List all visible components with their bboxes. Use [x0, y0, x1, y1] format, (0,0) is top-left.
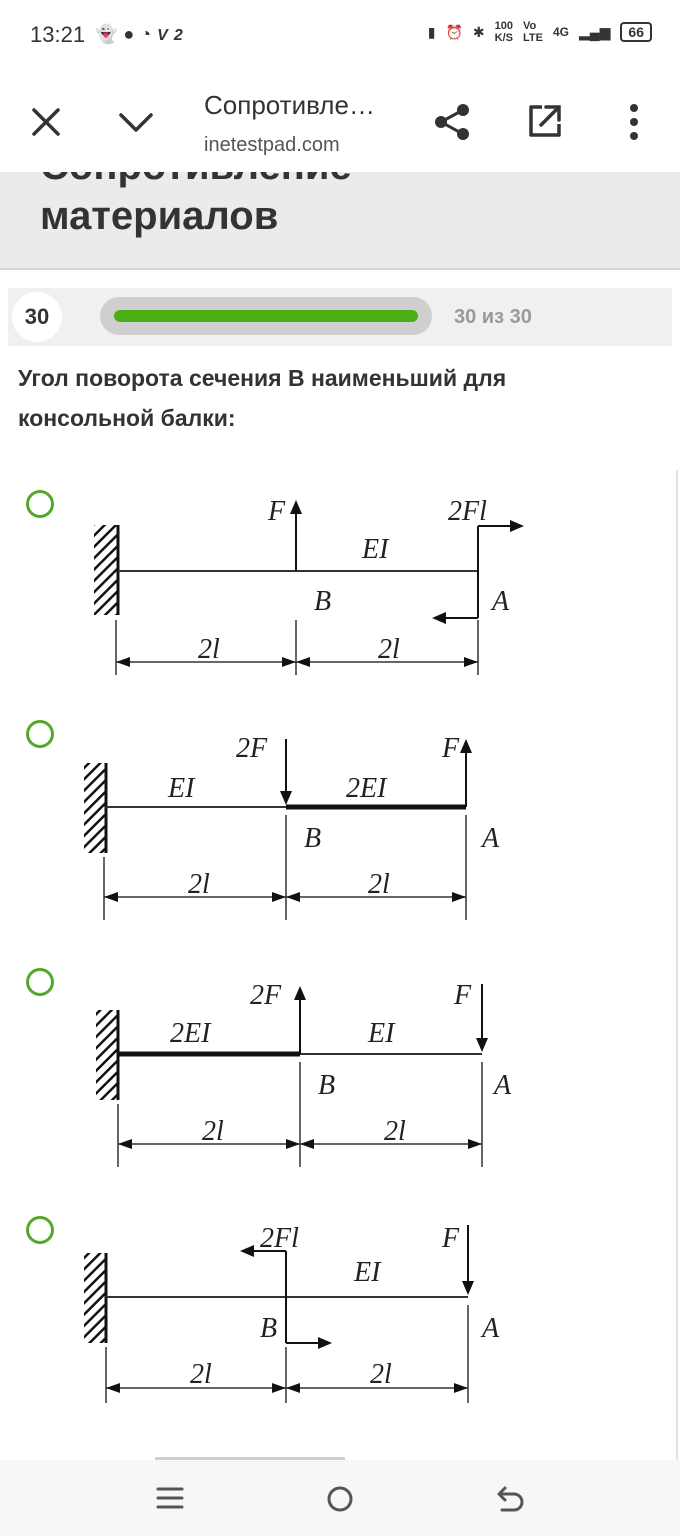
fixed-support [84, 763, 106, 853]
force-label: 2F [250, 980, 282, 1011]
vibrate-icon: ▮ [427, 23, 436, 40]
browser-page-title: Сопротивле… [204, 90, 375, 120]
snapchat-icon: 👻 [95, 24, 124, 44]
dimension-label: 2l [378, 634, 400, 665]
point-b-label: B [318, 1070, 335, 1101]
scroll-handle [155, 1457, 345, 1460]
beam-diagram-4[interactable]: 2Fl F EI B A 2l 2l [80, 1215, 550, 1415]
status-time: 13:21 [30, 22, 86, 47]
progress-fill [114, 310, 418, 322]
page-title-cut: Сопротивление [40, 172, 352, 189]
chevron-down-icon[interactable] [118, 108, 154, 136]
force-label: 2F [236, 733, 268, 764]
stiffness-label: EI [361, 534, 390, 565]
status-left-icons: 👻●◔V2 [95, 24, 189, 45]
moment-label: 2Fl [260, 1223, 299, 1254]
force-label: F [441, 1223, 460, 1254]
browser-app-bar [0, 70, 680, 172]
status-extra: V2 [157, 27, 189, 44]
wifi-icon: ◔ [140, 24, 158, 44]
answer-radio-4[interactable] [26, 1216, 54, 1244]
stiffness-label: EI [367, 1018, 396, 1049]
dimension-label: 2l [198, 634, 220, 665]
page-header: Сопротивление материалов [0, 172, 680, 270]
browser-url: inetestpad.com [204, 134, 340, 156]
battery-icon: 66 [620, 22, 652, 42]
force-label: F [441, 733, 460, 764]
open-external-icon[interactable] [526, 102, 564, 140]
point-a-label: A [490, 586, 510, 617]
dimension-label: 2l [384, 1116, 406, 1147]
dimension-label: 2l [370, 1359, 392, 1390]
stiffness-label: 2EI [346, 773, 388, 804]
status-bar: 13:21 👻●◔V2 ▮ ⏰ ✱ 100 K/S Vo LTE 4G ▂▄▆ … [0, 0, 680, 70]
answer-radio-1[interactable] [26, 490, 54, 518]
point-a-label: A [480, 1313, 500, 1344]
progress-bar [100, 297, 432, 335]
point-a-label: A [480, 823, 500, 854]
recent-apps-icon[interactable] [156, 1484, 184, 1512]
force-label: F [453, 980, 472, 1011]
point-b-label: B [304, 823, 321, 854]
system-nav-bar [0, 1460, 680, 1536]
net-speed: 100 K/S [494, 20, 513, 44]
point-a-label: A [492, 1070, 512, 1101]
chat-icon: ● [123, 24, 141, 44]
answer-radio-3[interactable] [26, 968, 54, 996]
stiffness-label: 2EI [170, 1018, 212, 1049]
dimension-label: 2l [368, 869, 390, 900]
volte: Vo LTE [522, 20, 543, 44]
fixed-support [84, 1253, 106, 1343]
home-icon[interactable] [325, 1484, 355, 1514]
fixed-support [96, 1010, 118, 1100]
question-text: Угол поворота сечения B наименьший для к… [18, 365, 507, 431]
beam-diagram-3[interactable]: 2F F 2EI EI B A 2l 2l [80, 972, 550, 1177]
fixed-support [94, 525, 118, 615]
point-b-label: B [314, 586, 331, 617]
more-options-icon[interactable] [628, 102, 640, 142]
network-type: 4G [552, 25, 569, 39]
beam-diagram-1[interactable]: F 2Fl EI B A 2l 2l [80, 480, 550, 690]
stiffness-label: EI [353, 1257, 382, 1288]
answer-radio-2[interactable] [26, 720, 54, 748]
dimension-label: 2l [202, 1116, 224, 1147]
back-icon[interactable] [494, 1484, 526, 1514]
status-right: ▮ ⏰ ✱ 100 K/S Vo LTE 4G ▂▄▆ 66 [428, 20, 652, 44]
dimension-label: 2l [188, 869, 210, 900]
alarm-icon: ⏰ [445, 23, 463, 40]
question-number-badge: 30 [12, 292, 62, 342]
dimension-label: 2l [190, 1359, 212, 1390]
signal-icon: ▂▄▆ [578, 23, 611, 40]
progress-label: 30 из 30 [454, 306, 532, 328]
progress-row: 30 30 из 30 [8, 288, 672, 346]
force-label: F [267, 496, 286, 527]
stiffness-label: EI [167, 773, 196, 804]
beam-diagram-2[interactable]: 2F F EI 2EI B A 2l 2l [80, 725, 550, 930]
scrollbar-track [676, 470, 678, 1470]
point-b-label: B [260, 1313, 277, 1344]
bluetooth-icon: ✱ [472, 23, 485, 40]
close-icon[interactable] [30, 106, 62, 138]
page-title: материалов [40, 194, 279, 238]
moment-label: 2Fl [448, 496, 487, 527]
share-icon[interactable] [432, 102, 472, 142]
